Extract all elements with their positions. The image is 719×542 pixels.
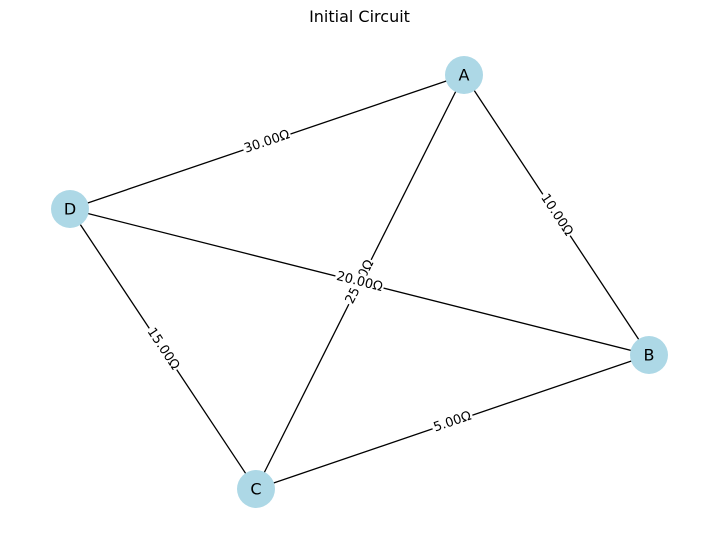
node-label: B: [644, 346, 655, 365]
resistance-label: 15.00Ω: [144, 325, 183, 373]
edge-label-background: [333, 268, 386, 296]
resistance-label: 5.00Ω: [432, 409, 474, 436]
resistance-label: 10.00Ω: [537, 191, 576, 239]
diagram-title: Initial Circuit: [309, 7, 410, 26]
node-circle: [51, 190, 89, 228]
node-circle: [630, 336, 668, 374]
edge-label-c-b: 5.00Ω: [430, 407, 475, 437]
node-c: C: [237, 470, 275, 508]
resistance-label: 30.00Ω: [242, 127, 292, 156]
node-a: A: [445, 56, 483, 94]
edge-label-background: [240, 126, 294, 158]
node-label: A: [459, 66, 470, 85]
edge-label-d-a: 30.00Ω: [240, 126, 294, 158]
node-d: D: [51, 190, 89, 228]
node-b: B: [630, 336, 668, 374]
nodes-layer: A B C D: [51, 56, 668, 508]
edge-label-a-b: 10.00Ω: [536, 189, 577, 241]
node-circle: [237, 470, 275, 508]
node-label: D: [64, 200, 76, 219]
edge-label-background: [142, 323, 184, 375]
edge-label-background: [430, 407, 475, 437]
node-label: C: [250, 480, 261, 499]
node-circle: [445, 56, 483, 94]
edge-label-background: [536, 189, 577, 241]
edge-label-d-c: 15.00Ω: [142, 323, 184, 375]
